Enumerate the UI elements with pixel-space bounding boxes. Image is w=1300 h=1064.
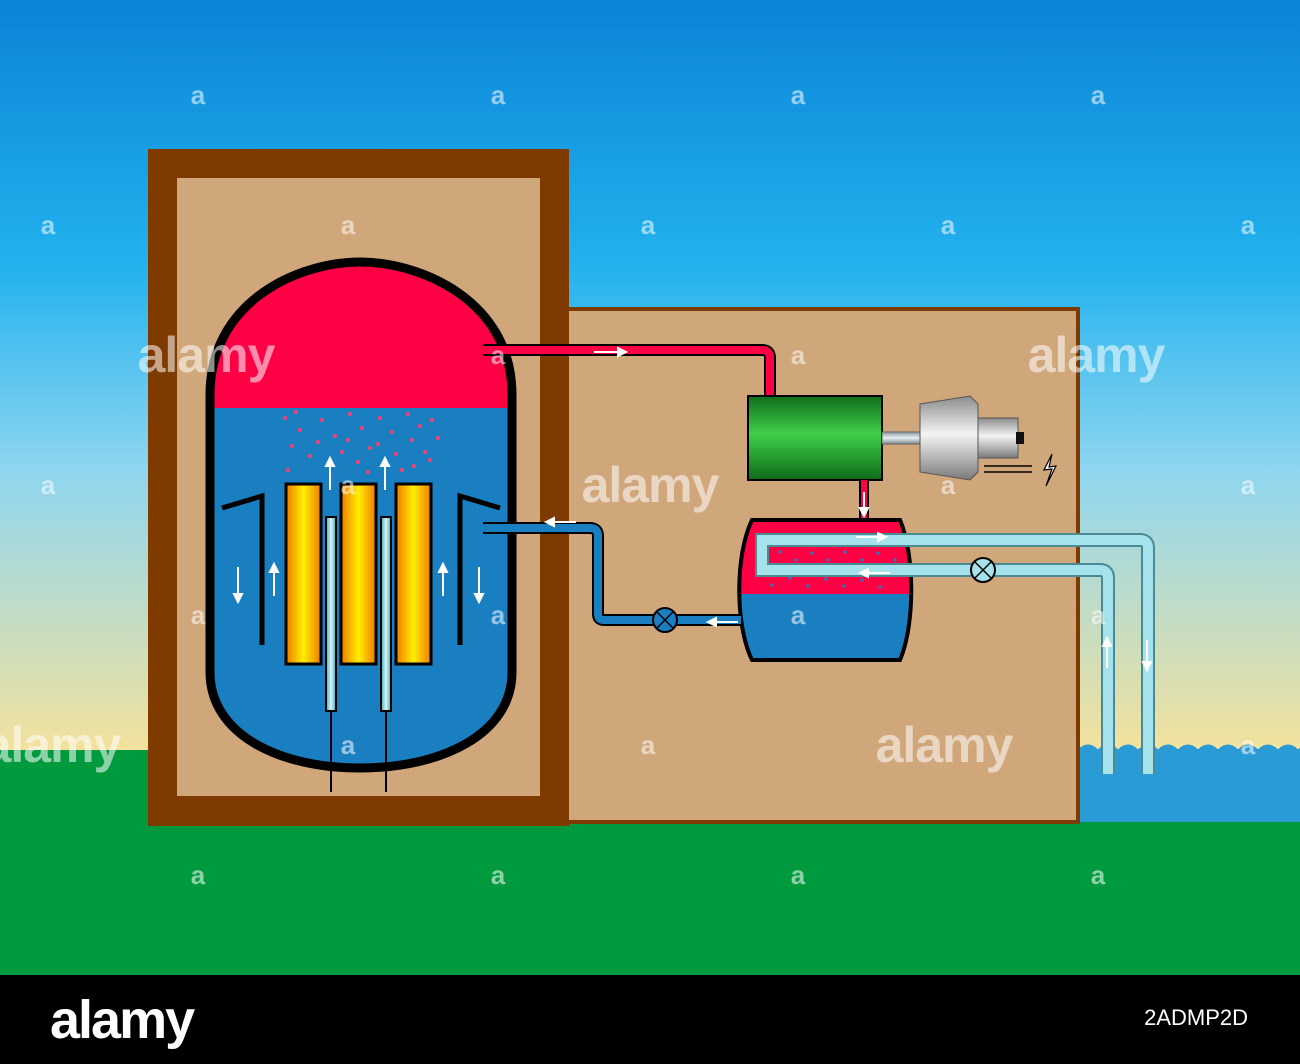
watermark-mark: a [791,80,806,110]
watermark-mark: a [341,470,356,500]
fuel-rod [339,482,378,666]
footer-image-id: 2ADMP2D [1144,1005,1248,1030]
valve-icon [970,557,996,583]
watermark-mark: a [1241,470,1256,500]
exhaust-flow-arrow [858,492,870,519]
boiling-water-reactor-diagram: a a a a a a a a a a a a a a a a a a a a … [0,0,1300,975]
cooling-flow-arrows [856,531,1153,673]
watermark-mark: a [191,80,206,110]
watermark-word: alamy [582,457,720,513]
control-rod [325,516,337,712]
valve-icon [652,607,678,633]
flow-arrows [232,455,485,605]
watermark-mark: a [941,470,956,500]
watermark-word: alamy [1028,327,1166,383]
watermark-mark: a [1091,80,1106,110]
watermark-mark: a [791,340,806,370]
watermark-mark: a [791,600,806,630]
control-rod [380,516,392,712]
footer-bar: alamy 2ADMP2D [0,975,1300,1064]
watermark-mark: a [341,730,356,760]
turbine-shaft [881,431,925,445]
watermark-mark: a [1091,860,1106,890]
fuel-rod [394,482,433,666]
watermark-mark: a [1241,730,1256,760]
watermark-words: alamy alamy alamy alamy alamy [0,327,1167,773]
watermark-mark: a [791,860,806,890]
watermark-mark: a [1241,210,1256,240]
steam-flow-arrow [594,346,629,358]
watermark-word: alamy [138,327,276,383]
shroud-right [457,492,501,645]
watermark-word: alamy [0,717,122,773]
fuel-rod [284,482,323,666]
watermark-mark: a [491,80,506,110]
steam-bubbles [283,410,440,474]
watermark-small-marks: a a a a a a a a a a a a a a a a a a a a … [41,80,1256,890]
turbine [747,395,883,481]
watermark-mark: a [341,210,356,240]
watermark-mark: a [41,210,56,240]
watermark-mark: a [491,600,506,630]
watermark-mark: a [491,860,506,890]
watermark-word: alamy [876,717,1014,773]
watermark-mark: a [191,600,206,630]
sea-waves [1077,742,1300,750]
watermark-mark: a [641,730,656,760]
watermark-mark: a [191,860,206,890]
lightning-icon [1042,453,1058,487]
generator [919,395,1032,481]
footer-brand: alamy [50,990,195,1050]
feedwater-flow-arrows [543,516,738,628]
watermark-mark: a [491,340,506,370]
watermark-mark: a [41,470,56,500]
watermark-mark: a [641,210,656,240]
shroud-left [221,492,265,645]
cooling-water-loop [755,533,1155,774]
watermark-mark: a [941,210,956,240]
watermark-mark: a [1091,600,1106,630]
